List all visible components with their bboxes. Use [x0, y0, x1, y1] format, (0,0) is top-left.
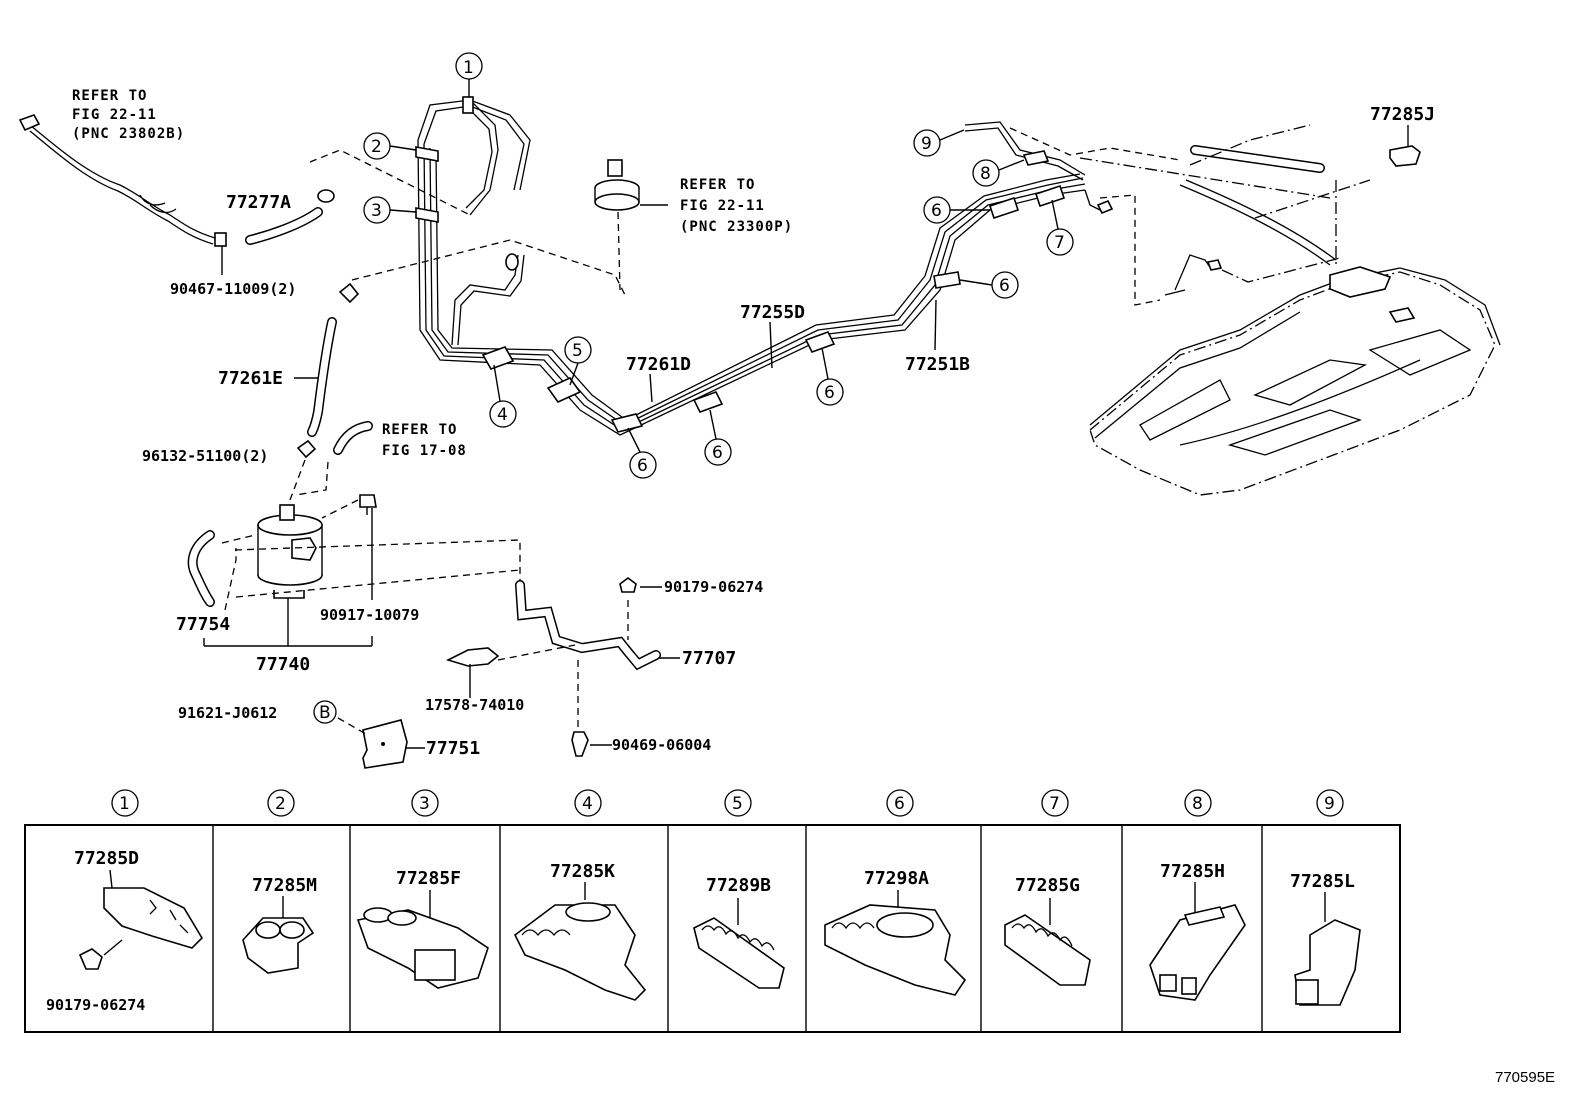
label-90917-10079: 90917-10079: [320, 606, 419, 624]
clamp-part-5: 77289B: [706, 875, 771, 896]
label-77261E: 77261E: [218, 368, 283, 389]
table-header-7: 7: [1049, 794, 1060, 814]
circle-B: [313, 700, 337, 724]
label-90467-11009: 90467-11009(2): [170, 280, 296, 298]
refer-note-vent-l1: REFER TO: [382, 422, 457, 438]
callout-4: 4: [497, 405, 508, 425]
label-77740: 77740: [256, 654, 310, 675]
table-header-8: 8: [1192, 794, 1203, 814]
clamp-part-6: 77298A: [864, 868, 929, 889]
circle-B-label: B: [319, 703, 331, 723]
clamp-table: 1 2 3 4 5 6 7 8 9 77285D 90179-06274 772…: [24, 789, 1401, 1033]
table-header-3: 3: [419, 794, 430, 814]
clamp-part-8: 77285H: [1160, 861, 1225, 882]
fuel-line-bundle: [417, 99, 1114, 436]
fuel-tank: [1079, 124, 1501, 496]
label-96132-51100: 96132-51100(2): [142, 447, 268, 465]
refer-note-hose-l1: REFER TO: [72, 88, 147, 104]
refer-note-hose-l2: FIG 22-11: [72, 107, 157, 123]
table-header-2: 2: [275, 794, 286, 814]
table-header-1: 1: [119, 794, 130, 814]
callout-6c: 6: [824, 383, 835, 403]
callout-1: 1: [463, 58, 474, 78]
callout-5: 5: [572, 341, 583, 361]
table-header-6: 6: [894, 794, 905, 814]
clamp-part-1: 77285D: [74, 848, 139, 869]
refer-note-filter-l2: FIG 22-11: [680, 198, 765, 214]
label-91621-J0612: 91621-J0612: [178, 704, 277, 722]
refer-note-filter-l3: (PNC 23300P): [680, 219, 793, 235]
label-77751: 77751: [426, 738, 480, 759]
table-header-9: 9: [1324, 794, 1335, 814]
callout-3: 3: [371, 201, 382, 221]
label-77255D: 77255D: [740, 302, 805, 323]
hose-77277A: [245, 189, 335, 245]
callout-8: 8: [980, 164, 991, 184]
bracket-77751: [362, 719, 408, 769]
label-90179-06274-top: 90179-06274: [664, 578, 763, 596]
label-77251B: 77251B: [905, 354, 970, 375]
pipe-77707: [515, 580, 661, 671]
clamp-part-7: 77285G: [1015, 875, 1080, 896]
callout-9: 9: [921, 134, 932, 154]
label-77707: 77707: [682, 648, 736, 669]
label-17578-74010: 17578-74010: [425, 696, 524, 714]
figure-id: 770595E: [1495, 1069, 1555, 1086]
clamp-part-9: 77285L: [1290, 871, 1355, 892]
fuel-filter-refer: [594, 159, 668, 291]
table-header-4: 4: [582, 794, 593, 814]
clamp-part-3: 77285F: [396, 868, 461, 889]
label-90469-06004: 90469-06004: [612, 736, 711, 754]
callout-2: 2: [371, 137, 382, 157]
callout-6a: 6: [637, 456, 648, 476]
callout-7: 7: [1054, 233, 1065, 253]
table-header-5: 5: [732, 794, 743, 814]
clamp-part-4: 77285K: [550, 861, 615, 882]
charcoal-canister-77740: [257, 504, 323, 599]
refer-note-hose-l3: (PNC 23802B): [72, 126, 185, 142]
label-77285J: 77285J: [1370, 104, 1435, 125]
label-77754: 77754: [176, 614, 230, 635]
label-77277A: 77277A: [226, 192, 291, 213]
hose-77261E: [307, 282, 360, 437]
refer-note-filter-l1: REFER TO: [680, 177, 755, 193]
label-77261D: 77261D: [626, 354, 691, 375]
callout-6b: 6: [712, 443, 723, 463]
clamp-extra-part: 90179-06274: [46, 996, 145, 1014]
callout-6d: 6: [999, 276, 1010, 296]
vapor-hose-group: [18, 114, 227, 275]
callout-6e: 6: [931, 201, 942, 221]
callouts: 1 2 3 4 5 6 6 6 6 6 7 8: [363, 52, 1074, 479]
clamp-part-2: 77285M: [252, 875, 317, 896]
refer-note-vent-l2: FIG 17-08: [382, 443, 467, 459]
